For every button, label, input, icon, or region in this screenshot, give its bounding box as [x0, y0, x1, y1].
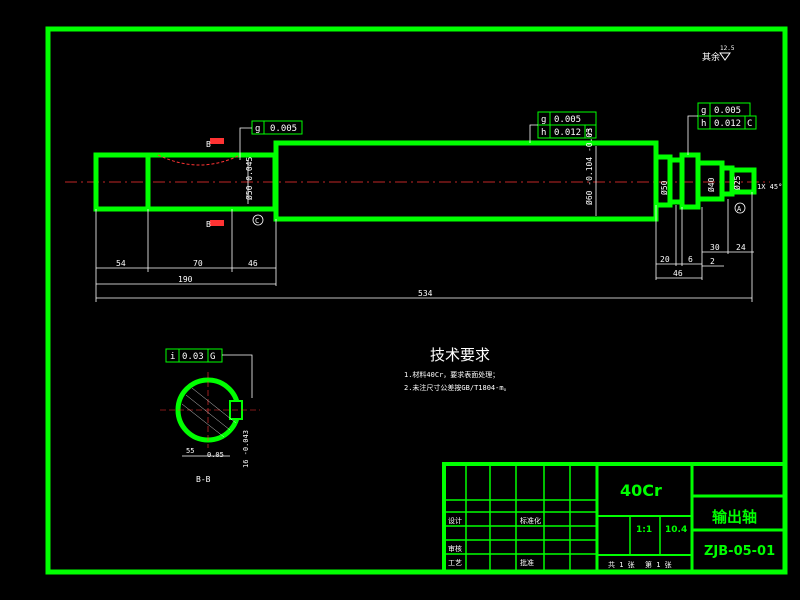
dim-46: 46 [248, 259, 258, 268]
datum-c: C [252, 214, 264, 226]
svg-text:C: C [255, 217, 259, 225]
tech-req-line-1: 1.材料40Cr，要求表面处理； [404, 370, 499, 379]
title-sheet-total: 共 1 张 [608, 560, 635, 569]
chamfer-note: 1X 45° [757, 183, 782, 191]
svg-text:h: h [541, 128, 546, 138]
technical-requirements: 技术要求 1.材料40Cr，要求表面处理； 2.未注尺寸公差按GB/T1804-… [404, 346, 511, 392]
dia-left: Ø50 0.045 [244, 156, 254, 200]
dim-20: 20 [660, 255, 670, 264]
section-marker-bottom: B [206, 220, 224, 229]
label-standard: 标准化 [520, 516, 541, 525]
section-dim-c: 16 -0.043 [242, 430, 250, 468]
dia-mid: Ø60 -0.104 -0.03 [584, 128, 594, 205]
section-marker-top: B [206, 138, 224, 149]
svg-text:g: g [255, 124, 260, 134]
dim-30: 30 [710, 243, 720, 252]
section-label: B-B [196, 475, 211, 484]
dim-24: 24 [736, 243, 746, 252]
dim-6: 6 [688, 255, 693, 264]
tolerance-frame-left: g 0.005 [239, 120, 303, 160]
svg-text:0.005: 0.005 [554, 115, 581, 125]
svg-text:h: h [701, 119, 706, 129]
section-dim-b: 0.05 [207, 451, 224, 459]
svg-text:B: B [206, 140, 211, 149]
svg-text:0.012: 0.012 [554, 128, 581, 138]
shaft-outline [93, 140, 757, 222]
section-dim-a: 55 [186, 447, 194, 455]
svg-text:B: B [206, 220, 211, 229]
tolerance-frame-middle: g 0.005 h 0.012 C [529, 111, 597, 143]
tolerance-frame-right: g 0.005 h 0.012 C [687, 102, 757, 155]
svg-text:A: A [737, 205, 742, 213]
label-process: 工艺 [448, 559, 462, 567]
svg-text:0.012: 0.012 [714, 119, 741, 129]
label-approve: 批准 [520, 558, 534, 567]
dim-54: 54 [116, 259, 126, 268]
dim-70: 70 [193, 259, 203, 268]
label-design: 设计 [448, 516, 462, 525]
svg-text:i: i [170, 352, 175, 362]
section-view: i 0.03 G 55 0.05 16 -0.043 B-B [160, 348, 260, 484]
keyway-left [157, 154, 241, 166]
dim-46b: 46 [673, 269, 683, 278]
dia-right3: Ø25 [732, 175, 742, 190]
surface-finish-prefix: 其余 [702, 51, 720, 63]
dia-right2: Ø40 [706, 177, 716, 192]
svg-text:0.005: 0.005 [714, 106, 741, 116]
drawing-border [45, 26, 788, 575]
svg-text:C: C [747, 119, 752, 129]
dim-190: 190 [178, 275, 193, 284]
title-mass: 10.4 [665, 525, 687, 535]
dim-534: 534 [418, 289, 433, 298]
dia-right1: Ø50 [659, 180, 669, 195]
title-drawing-no: ZJB-05-01 [704, 544, 775, 559]
title-block [442, 462, 787, 574]
dims-right [655, 199, 754, 280]
svg-text:0.005: 0.005 [270, 124, 297, 134]
title-sheet-no: 第 1 张 [645, 560, 672, 569]
dim-2: 2 [710, 257, 715, 266]
svg-text:G: G [210, 352, 215, 362]
dims-left [95, 192, 753, 302]
svg-text:g: g [541, 115, 546, 125]
surface-finish-value: 12.5 [720, 45, 735, 52]
surface-finish-note: 其余 12.5 [702, 45, 735, 63]
title-part-name: 输出轴 [712, 508, 757, 526]
title-material: 40Cr [620, 481, 662, 500]
datum-a: A [734, 202, 746, 214]
svg-text:0.03: 0.03 [182, 352, 204, 362]
label-check: 审核 [448, 544, 462, 553]
title-scale: 1:1 [636, 525, 652, 535]
tech-req-title: 技术要求 [430, 346, 490, 364]
tech-req-line-2: 2.未注尺寸公差按GB/T1804-m。 [404, 383, 511, 392]
svg-text:C: C [587, 128, 592, 138]
svg-text:g: g [701, 106, 706, 116]
